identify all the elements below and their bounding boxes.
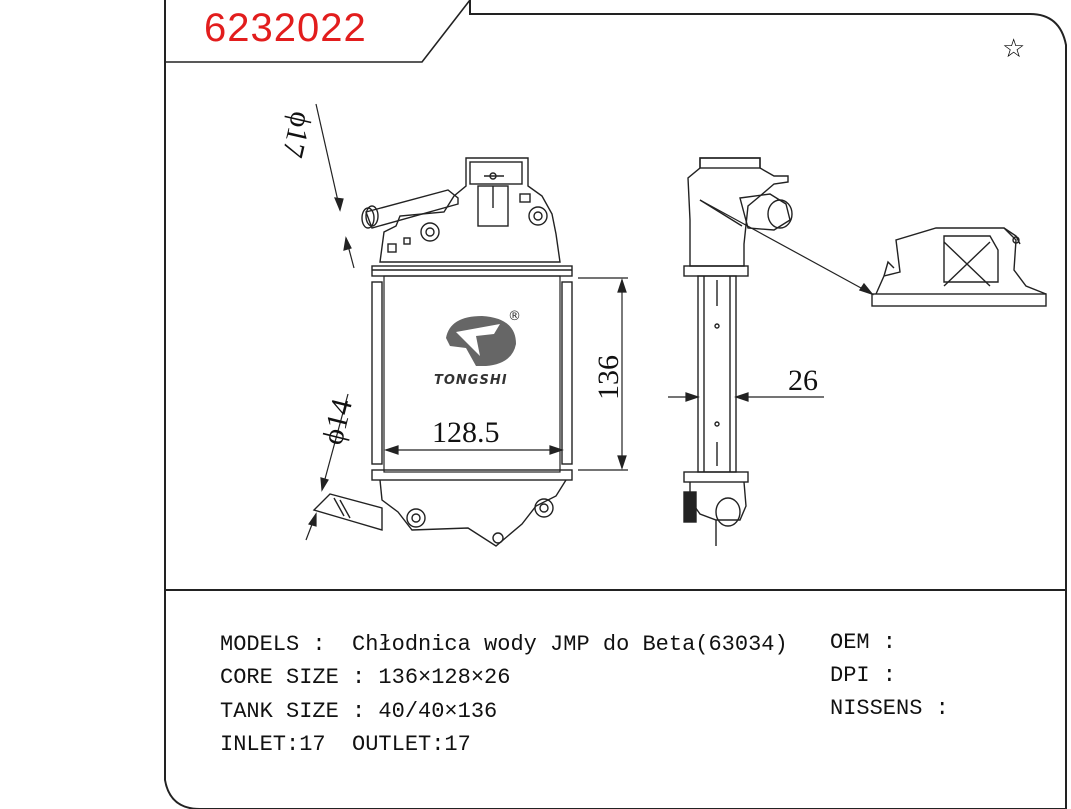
core-width-label: 128.5 xyxy=(432,416,500,449)
spec-core-size: CORE SIZE : 136×128×26 xyxy=(220,665,511,690)
part-number: 6232022 xyxy=(204,6,367,50)
spec-models: MODELS : Chłodnica wody JMP do Beta(6303… xyxy=(220,632,788,657)
logo-mark xyxy=(446,316,516,366)
outlet-diameter-leader xyxy=(305,393,349,541)
spec-inlet-outlet: INLET:17 OUTLET:17 xyxy=(220,732,471,757)
core-depth-dimension xyxy=(668,392,824,402)
spec-nissens: NISSENS : xyxy=(830,696,949,721)
brand-logo-text: TONGSHI xyxy=(434,373,508,388)
sheet-frame xyxy=(164,0,1067,809)
core-width-dimension xyxy=(384,445,564,455)
core-height-dimension xyxy=(578,277,628,471)
spec-dpi: DPI : xyxy=(830,663,897,688)
core-depth-label: 26 xyxy=(788,364,818,397)
title-tab xyxy=(165,0,471,63)
star-outline-icon[interactable]: ☆ xyxy=(1002,34,1026,64)
core-height-label: 136 xyxy=(592,355,625,400)
inlet-diameter-leader xyxy=(315,103,355,269)
spec-oem: OEM : xyxy=(830,630,897,655)
front-view xyxy=(312,157,573,547)
spec-tank-size: TANK SIZE : 40/40×136 xyxy=(220,699,498,724)
registered-mark: ® xyxy=(508,309,521,324)
side-view xyxy=(683,157,793,546)
detail-view xyxy=(699,199,1047,307)
